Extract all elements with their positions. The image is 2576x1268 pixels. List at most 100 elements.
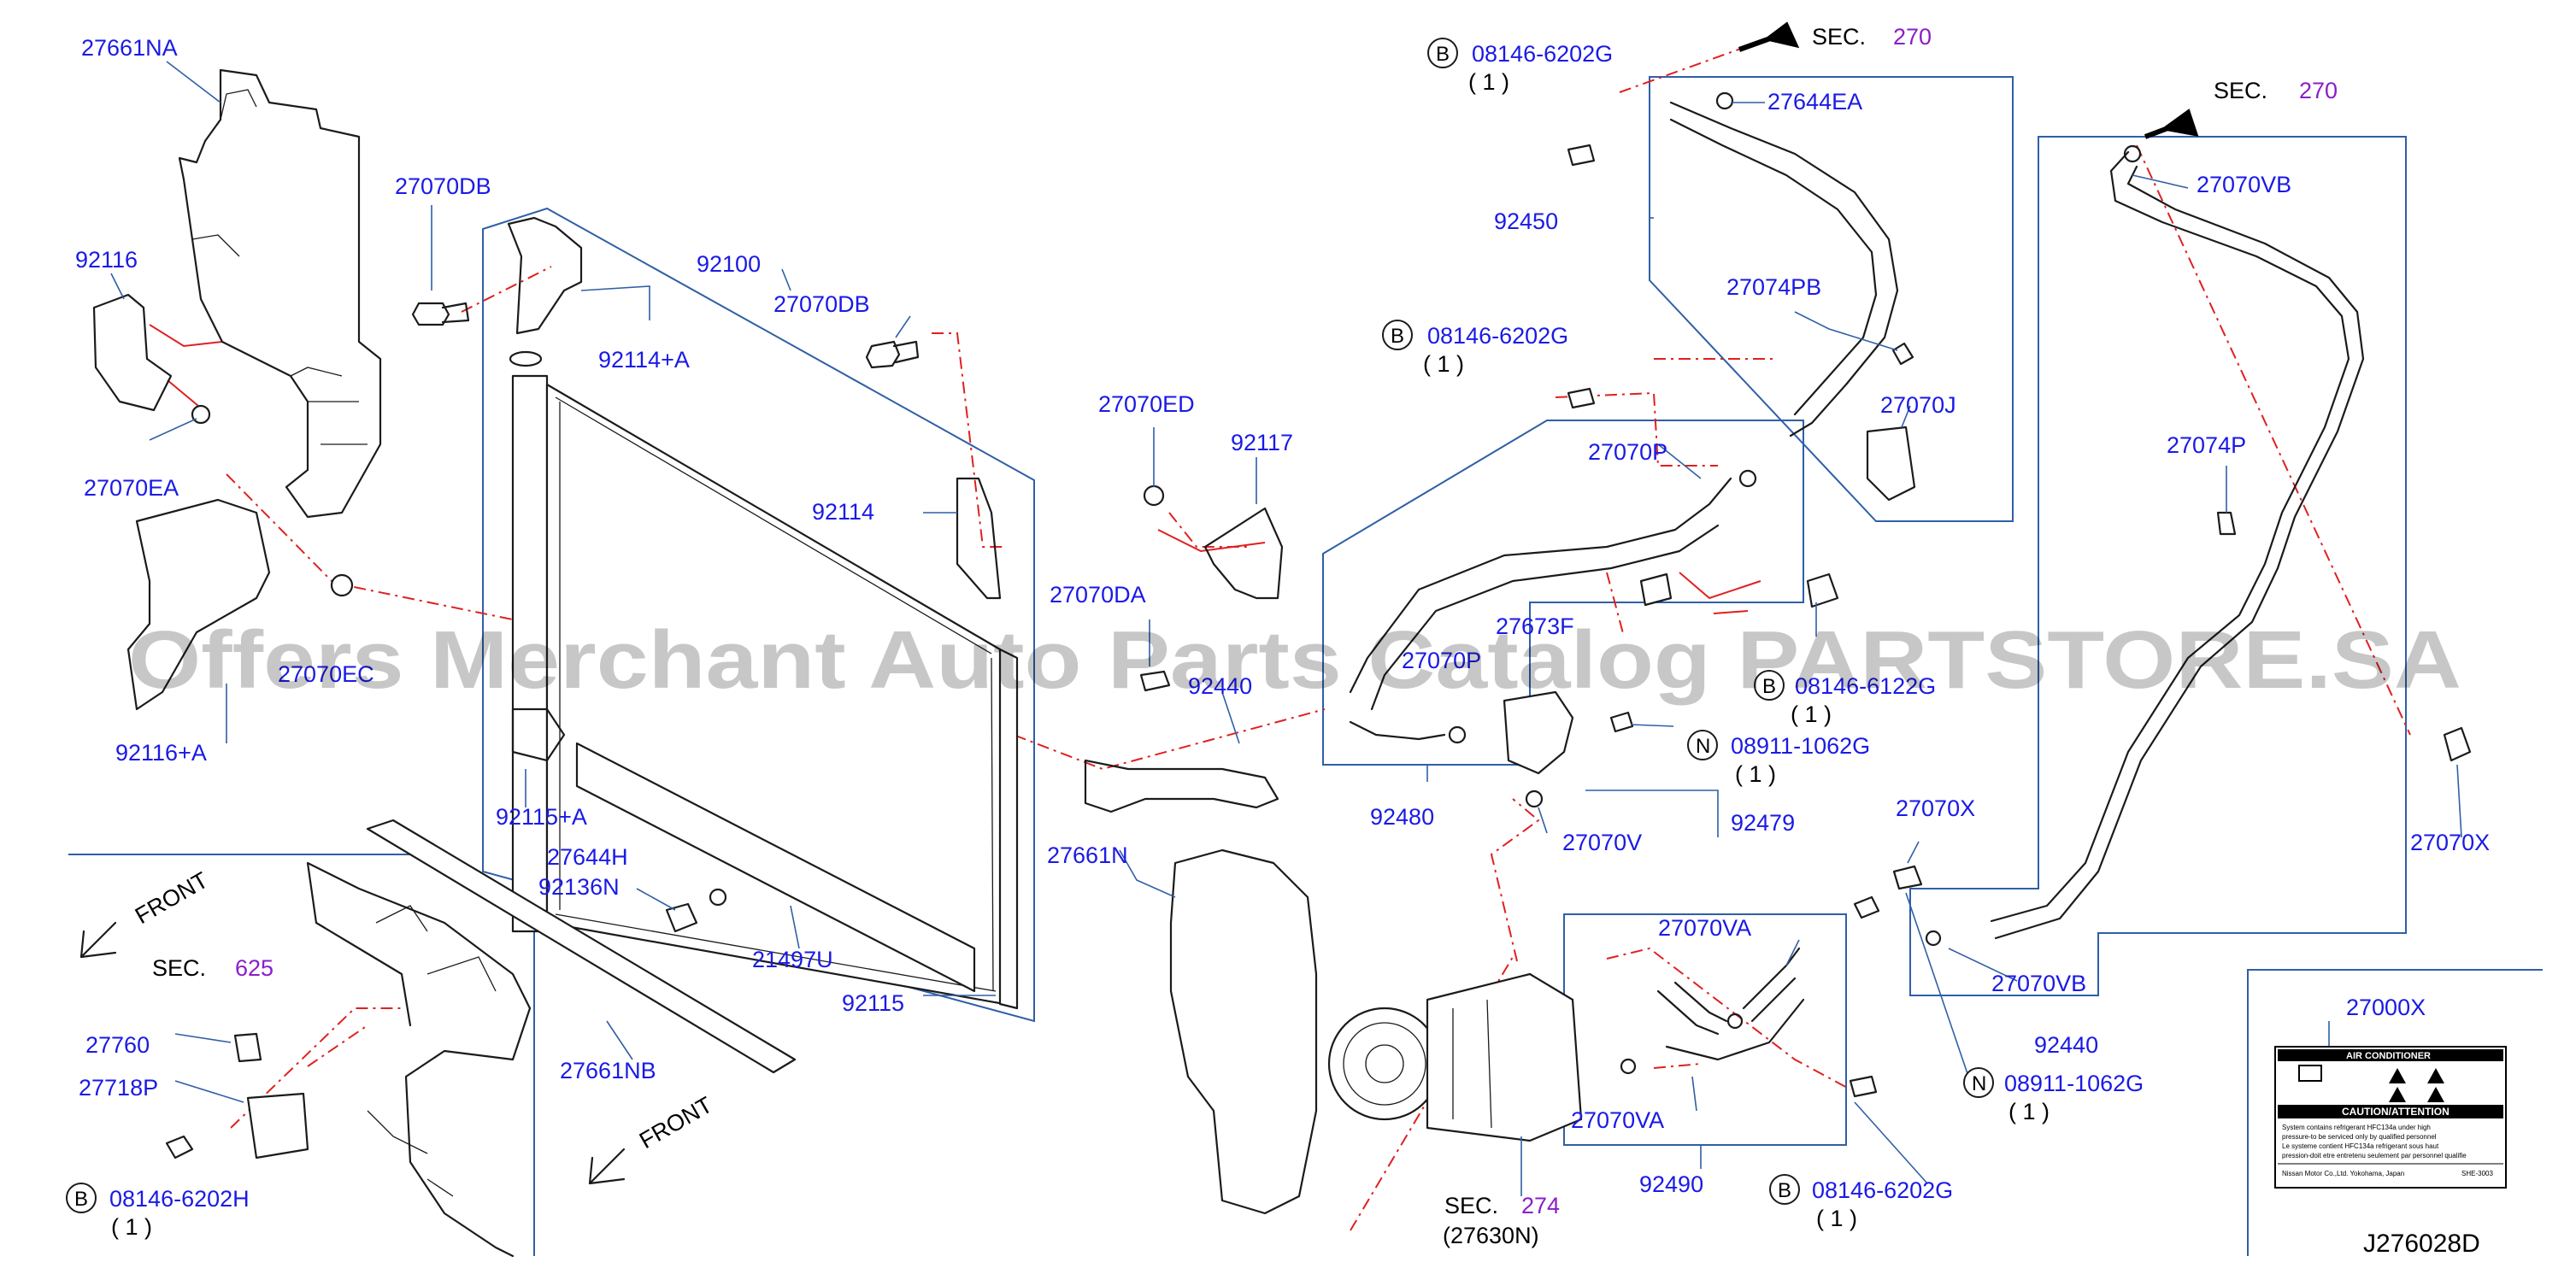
svg-text:08146-6122G: 08146-6122G: [1795, 673, 1936, 699]
part-drawings: [79, 21, 2472, 1258]
label-27070V: 27070V: [1562, 830, 1642, 855]
clip-27074P: [2216, 511, 2237, 536]
label-27070VA-b: 27070VA: [1571, 1107, 1664, 1133]
label-92480: 92480: [1370, 804, 1434, 830]
label-92479: 92479: [1731, 810, 1795, 836]
label-92115A: 92115+A: [496, 804, 587, 830]
nut-ref-2: N 08911-1062G ( 1 ): [1963, 1067, 2144, 1124]
label-27760: 27760: [85, 1032, 150, 1058]
block-92479: [1503, 690, 1574, 775]
air-guide-27661NA: [178, 68, 382, 519]
svg-text:B: B: [1778, 1179, 1791, 1202]
svg-text:System contains refrigerant HF: System contains refrigerant HFC134a unde…: [2282, 1124, 2431, 1131]
label-92116A: 92116+A: [115, 740, 207, 766]
label-92440: 92440: [2034, 1032, 2098, 1058]
bolt-27070DA: [1139, 670, 1171, 692]
label-27070X-a: 27070X: [1896, 795, 1975, 821]
svg-text:08911-1062G: 08911-1062G: [1731, 733, 1870, 759]
sec-ref-3: SEC.: [152, 955, 206, 981]
front-arrow-left: [79, 921, 117, 959]
sec-arrow-upper: [1738, 21, 1800, 52]
label-27661N: 27661N: [1047, 842, 1128, 868]
label-92117: 92117: [1231, 430, 1293, 455]
oring-27644H: [709, 888, 727, 907]
label-27070ED: 27070ED: [1098, 391, 1195, 417]
label-92490: 92490: [1639, 1171, 1703, 1197]
label-27070DA: 27070DA: [1050, 582, 1146, 608]
placard-caution: CAUTION/ATTENTION: [2342, 1106, 2450, 1118]
condenser-92100: [507, 216, 1019, 1010]
clip-27070X-b: [2443, 726, 2472, 762]
label-27000X: 27000X: [2346, 995, 2426, 1020]
front-label-1: FRONT: [131, 867, 213, 929]
horn-27760: [233, 1032, 262, 1063]
label-27661NA: 27661NA: [81, 35, 178, 61]
front-label-2: FRONT: [635, 1092, 717, 1154]
fitting-27673F: [1639, 572, 1673, 607]
pipe-92440-mid: [1084, 759, 1279, 813]
label-27718P: 27718P: [79, 1075, 158, 1101]
label-27070J: 27070J: [1880, 392, 1956, 418]
label-27070P-a: 27070P: [1588, 439, 1667, 465]
label-27070X-b: 27070X: [2410, 830, 2490, 855]
svg-text:( 1 ): ( 1 ): [1423, 351, 1464, 377]
sec-ref-2-num: 270: [2299, 78, 2338, 103]
bolt-08146-6202G-b: [1567, 387, 1596, 409]
svg-text:B: B: [1391, 325, 1404, 348]
sec-ref-1: SEC.: [1812, 24, 1866, 50]
label-27673F: 27673F: [1496, 613, 1574, 639]
clip-27070ED: [1143, 484, 1165, 507]
bolt-ref-5: B 08146-6202H ( 1 ): [66, 1183, 250, 1240]
sec-ref-4: SEC.: [1444, 1193, 1498, 1218]
label-27074P: 27074P: [2167, 432, 2246, 458]
sec-ref-3-num: 625: [235, 955, 273, 981]
bolt-refs: B 08146-6202G ( 1 ) B 08146-6202G ( 1 ) …: [66, 38, 2144, 1240]
nut-08911-1062G-a: [1609, 711, 1634, 733]
placard-title: AIR CONDITIONER: [2346, 1051, 2431, 1061]
air-guide-27661N: [1169, 848, 1318, 1215]
label-27070EA: 27070EA: [84, 475, 179, 501]
sec-ref-4-sub: (27630N): [1443, 1223, 1539, 1248]
bracket-92116: [92, 293, 173, 412]
label-27070VA-a: 27070VA: [1658, 915, 1751, 941]
bolt-27070DB-a: [411, 302, 470, 326]
label-92100: 92100: [697, 251, 761, 277]
svg-text:08146-6202G: 08146-6202G: [1812, 1177, 1953, 1203]
svg-text:B: B: [1762, 675, 1776, 698]
seal-27661NB: [366, 819, 797, 1074]
sec-arrow-right: [2144, 109, 2199, 139]
nut-08911-1062G-b: [1853, 895, 1880, 919]
hose-92450: [1669, 91, 1916, 502]
pipe-92440: [1892, 144, 2472, 947]
svg-text:pressure-to be serviced only b: pressure-to be serviced only by qualifie…: [2282, 1133, 2437, 1141]
svg-text:N: N: [1696, 735, 1710, 758]
label-92440-mid: 92440: [1188, 673, 1252, 699]
label-27644H: 27644H: [547, 844, 628, 870]
label-92115: 92115: [842, 990, 904, 1016]
bolt-ref-4: B 08146-6202G ( 1 ): [1769, 1174, 1953, 1231]
bracket-92117: [1203, 507, 1284, 600]
clip-27070X-a: [1892, 865, 1923, 890]
bolt-27070DB-b: [865, 340, 920, 369]
clip-27070EA: [191, 404, 211, 425]
bracket-92116A: [126, 498, 271, 711]
compressor: [1327, 972, 1583, 1142]
watermark: Offers Merchant Auto Parts Catalog PARTS…: [128, 614, 2461, 706]
svg-text:SHE-3003: SHE-3003: [2461, 1170, 2493, 1177]
label-27070DB-a: 27070DB: [395, 173, 491, 199]
bracket-27070J: [1866, 426, 1916, 502]
svg-text:08146-6202H: 08146-6202H: [109, 1186, 250, 1212]
oring-27070V: [1525, 790, 1544, 808]
label-21497U: 21497U: [752, 947, 833, 972]
svg-text:B: B: [1436, 43, 1450, 66]
label-92136N: 92136N: [538, 874, 620, 900]
svg-text:Le systeme contient HFC134a re: Le systeme contient HFC134a refrigerant …: [2282, 1142, 2439, 1150]
bolt-ref-3: B 08146-6122G ( 1 ): [1754, 670, 1936, 727]
nut-ref-1: N 08911-1062G ( 1 ): [1687, 730, 1870, 787]
clip-27070EC: [330, 573, 354, 597]
svg-text:08911-1062G: 08911-1062G: [2004, 1071, 2144, 1096]
label-27070P-b: 27070P: [1402, 648, 1481, 673]
bolt-ref-1: B 08146-6202G ( 1 ): [1427, 38, 1613, 95]
bolt-08146-6122G: [1806, 572, 1839, 608]
